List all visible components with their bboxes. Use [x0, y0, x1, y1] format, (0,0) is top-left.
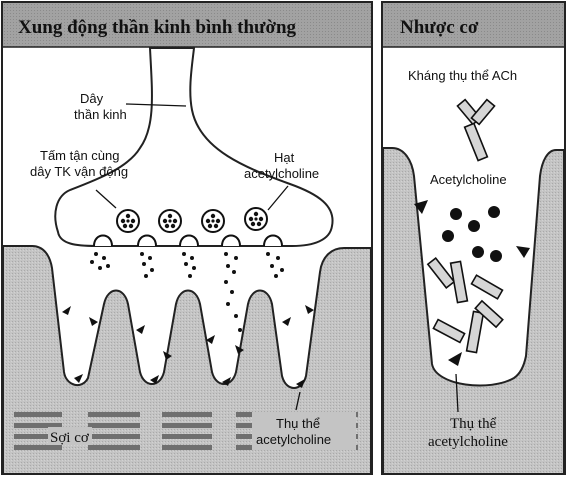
ach-label: Acetylcholine — [430, 172, 507, 187]
left-header-bar — [3, 3, 371, 47]
terminal-label-1: Tấm tận cùng — [40, 148, 120, 163]
ach-molecules — [442, 206, 502, 262]
terminal-label-2: dây TK vận động — [30, 164, 128, 179]
nerve-terminal — [54, 47, 334, 247]
receptor-label-right-1: Thụ thể — [450, 416, 497, 432]
ach-receptors-right — [414, 200, 530, 366]
ach-receptors-left — [62, 305, 314, 388]
granule-label-2: acetylcholine — [244, 166, 319, 181]
muscle-label: Sợi cơ — [50, 430, 90, 446]
nerve-label-1: Dây — [80, 91, 104, 106]
muscle-fold-right — [382, 147, 565, 475]
nerve-label-2: thần kinh — [74, 107, 127, 122]
granule-label-1: Hạt — [274, 150, 295, 165]
receptor-label-left-1: Thụ thể — [276, 416, 320, 431]
right-panel: Nhược cơ — [381, 1, 566, 475]
free-antibody — [456, 98, 496, 162]
left-panel: Xung động thần kinh bình thường Sợi cơ — [1, 1, 373, 475]
antibody-label: Kháng thụ thể ACh — [408, 68, 517, 83]
bound-antibodies — [426, 256, 504, 354]
right-panel-title: Nhược cơ — [400, 17, 479, 38]
released-ach-dots — [90, 252, 284, 332]
ach-granules — [116, 207, 268, 233]
receptor-label-right-2: acetylcholine — [428, 434, 508, 450]
leader-lines-left — [95, 103, 301, 411]
receptor-label-left-2: acetylcholine — [256, 432, 331, 447]
receptor-leader-right — [455, 373, 459, 413]
right-header-bar — [383, 3, 564, 47]
left-panel-title: Xung động thần kinh bình thường — [18, 17, 297, 38]
release-sites — [93, 234, 283, 247]
